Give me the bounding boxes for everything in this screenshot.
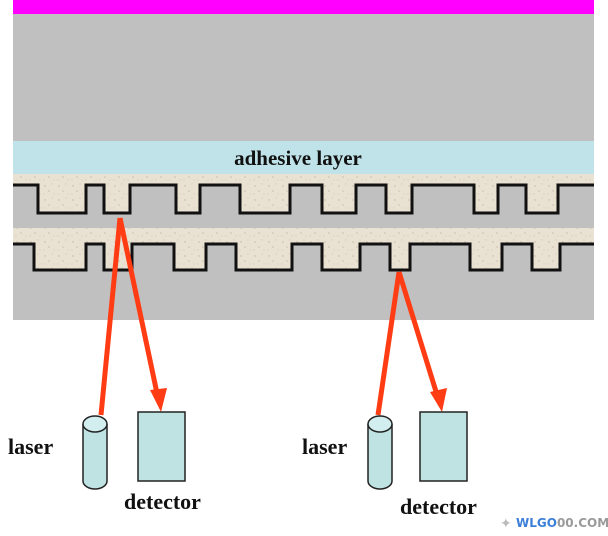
left-reflected-beam xyxy=(117,217,161,399)
watermark: ✦ WLGO00.COM xyxy=(500,516,608,532)
svg-text:WLGO00.COM: WLGO00.COM xyxy=(516,516,608,530)
lower-pit-track xyxy=(13,242,594,272)
adhesive-layer-label: adhesive layer xyxy=(234,146,362,170)
right-detector-label: detector xyxy=(400,494,477,519)
right-detector-box xyxy=(419,411,468,482)
right-laser-icon xyxy=(367,415,393,490)
right-beam-arrowhead xyxy=(430,388,447,412)
left-laser-icon xyxy=(82,415,108,490)
watermark-text-blue: WLGO xyxy=(516,516,557,530)
left-detector-box xyxy=(137,411,186,482)
left-laser-label: laser xyxy=(8,434,53,459)
right-laser-label: laser xyxy=(302,434,347,459)
left-incident-beam xyxy=(98,217,123,416)
right-reflected-beam xyxy=(396,271,441,399)
watermark-text-grey: 00.COM xyxy=(557,516,608,530)
left-detector-label: detector xyxy=(124,489,201,514)
lower-data-layer xyxy=(13,228,594,270)
adhesive-layer-band xyxy=(13,141,594,174)
left-beam-arrowhead xyxy=(150,388,167,412)
top-coat-layer xyxy=(13,0,594,14)
upper-pit-track xyxy=(13,183,594,215)
watermark-icon: ✦ xyxy=(500,516,512,532)
right-incident-beam xyxy=(375,271,402,416)
